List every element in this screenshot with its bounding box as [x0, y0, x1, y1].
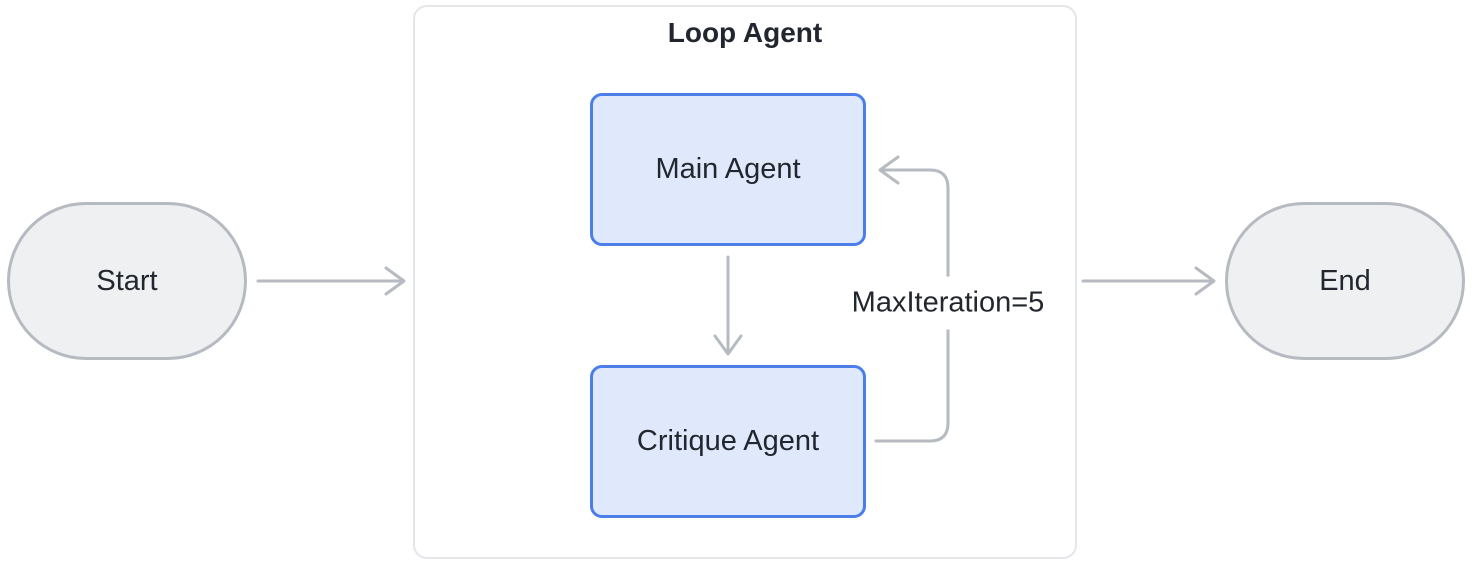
node-start-label: Start	[96, 264, 158, 297]
node-end-label: End	[1319, 264, 1371, 297]
node-critique-agent-label: Critique Agent	[636, 425, 820, 457]
node-end: End	[1225, 202, 1465, 360]
loop-agent-title: Loop Agent	[667, 17, 823, 48]
node-main-agent-label: Main Agent	[655, 153, 801, 185]
loopback-edge-label: MaxIteration=5	[849, 276, 1047, 330]
node-main-agent: Main Agent	[590, 93, 866, 246]
node-start: Start	[7, 202, 247, 360]
node-critique-agent: Critique Agent	[590, 365, 866, 518]
